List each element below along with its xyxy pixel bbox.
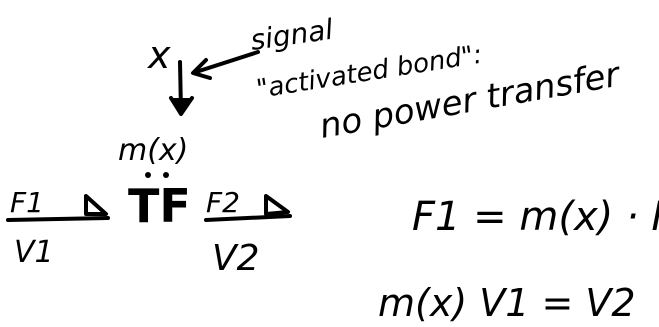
note-signal: signal bbox=[248, 13, 335, 57]
right-power-bond bbox=[204, 194, 292, 222]
transformer-element: TF bbox=[128, 179, 191, 233]
modulation-dot-left bbox=[145, 172, 151, 178]
flow-equation: m(x) V1 = V2 bbox=[378, 281, 636, 325]
modulation-dot-right bbox=[163, 172, 169, 178]
modulus-label: m(x) bbox=[118, 133, 188, 168]
effort-2-label: F2 bbox=[206, 186, 240, 219]
annotation-pointer-arrow bbox=[191, 50, 260, 80]
signal-variable-label: x bbox=[147, 33, 171, 77]
effort-equation: F1 = m(x) · F2 bbox=[412, 194, 659, 240]
left-power-bond bbox=[6, 194, 110, 222]
effort-1-label: F1 bbox=[10, 186, 44, 219]
flow-1-label: V1 bbox=[14, 235, 54, 270]
signal-arrow bbox=[169, 60, 194, 116]
flow-2-label: V2 bbox=[212, 238, 260, 279]
